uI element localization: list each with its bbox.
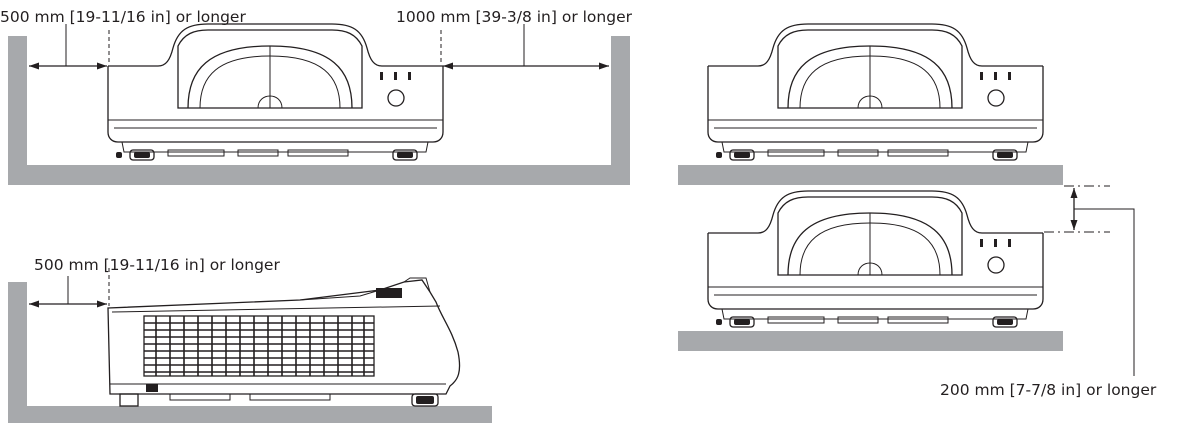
projector-side-view: [107, 277, 461, 407]
upper-shelf: [678, 165, 1063, 185]
projector-upper: [707, 23, 1044, 161]
front-view-wall-clearance: 500 mm [19-11/16 in] or longer 1000 mm […: [0, 8, 633, 185]
stacked-projectors-clearance: 200 mm [7-7/8 in] or longer: [678, 23, 1157, 399]
wall-u-shape: [8, 36, 630, 185]
top-right-clearance-label: 1000 mm [39-3/8 in] or longer: [396, 8, 633, 26]
wall-l-shape: [8, 282, 492, 423]
projector-front-view: [107, 23, 444, 161]
side-view-wall-clearance: 500 mm [19-11/16 in] or longer: [8, 256, 492, 423]
leader-line: [1074, 208, 1135, 376]
bottom-left-clearance-label: 500 mm [19-11/16 in] or longer: [34, 256, 280, 274]
top-left-clearance-label: 500 mm [19-11/16 in] or longer: [0, 8, 246, 26]
projector-lower: [707, 190, 1044, 328]
lower-shelf: [678, 331, 1063, 351]
stack-gap-label: 200 mm [7-7/8 in] or longer: [940, 381, 1157, 399]
